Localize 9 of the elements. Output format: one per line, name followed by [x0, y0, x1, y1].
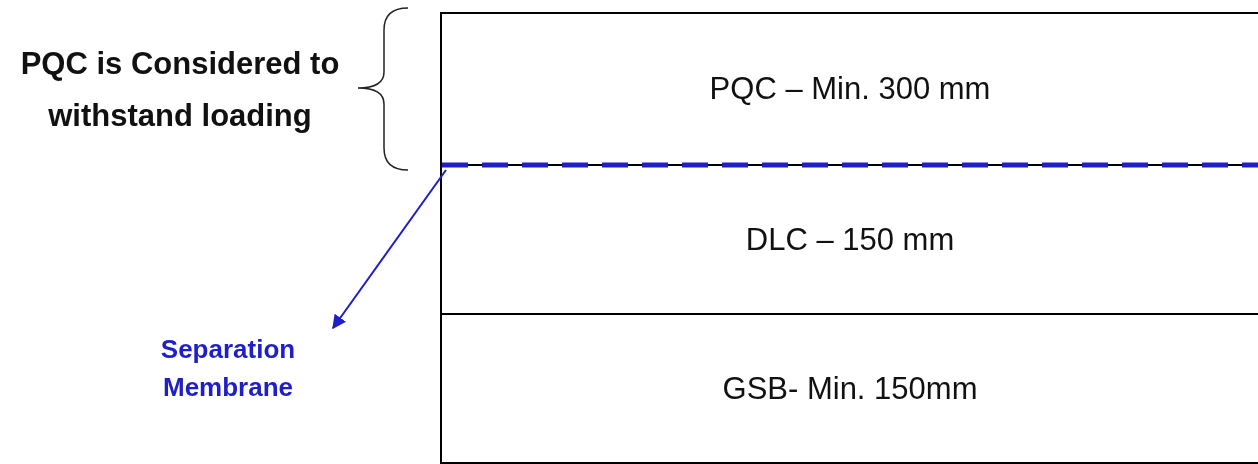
callout-text: Separation Membrane: [118, 330, 338, 406]
layer-label: PQC – Min. 300 mm: [709, 71, 991, 107]
pavement-layer: [440, 313, 1258, 464]
pavement-layer: [440, 12, 1258, 166]
membrane-line: [442, 162, 1258, 168]
layer-label: GSB- Min. 150mm: [722, 370, 978, 407]
layer-label: DLC – 150 mm: [745, 221, 955, 258]
note-text: PQC is Considered to withstand loading: [20, 45, 340, 135]
leader-arrow: [332, 169, 447, 330]
